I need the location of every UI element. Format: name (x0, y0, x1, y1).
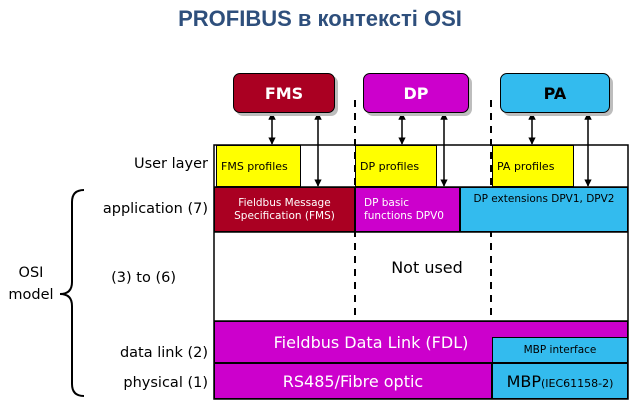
mbp-physical-box: MBP (IEC61158-2) (492, 363, 628, 399)
pa-profiles-box: PA profiles (492, 145, 574, 187)
middle-layers-label: (3) to (6) (111, 270, 176, 286)
osi-label-line1: OSI (18, 265, 44, 281)
dp-profiles-box: DP profiles (355, 145, 437, 187)
fms-protocol-box: FMS (233, 73, 335, 113)
mbp-standard-label: (IEC61158-2) (541, 376, 614, 390)
mbp-interface-box: MBP interface (492, 337, 628, 363)
fms-application-cell: Fieldbus Message Specification (FMS) (214, 187, 355, 232)
dp-basic-cell: DP basic functions DPV0 (355, 187, 460, 232)
application-layer-label: application (7) (102, 201, 208, 217)
dp-cell-line2: functions DPV0 (364, 209, 444, 222)
pa-protocol-box: PA (500, 73, 610, 113)
mbp-label: MBP (506, 371, 541, 391)
osi-brace (59, 189, 85, 397)
user-layer-label: User layer (133, 156, 208, 172)
osi-model-label: OSI model (6, 262, 56, 306)
fms-cell-line1: Fieldbus Message (238, 196, 331, 209)
page-title: PROFIBUS в контексті OSI (178, 6, 462, 31)
dp-extensions-label: DP extensions DPV1, DPV2 (473, 193, 615, 205)
rs485-band: RS485/Fibre optic (214, 363, 492, 399)
fms-profiles-box: FMS profiles (216, 145, 301, 187)
data-link-layer-label: data link (2) (119, 345, 208, 361)
fms-cell-line2: Specification (FMS) (234, 209, 335, 222)
dp-cell-line1: DP basic (364, 196, 410, 209)
osi-label-line2: model (8, 287, 54, 303)
dp-protocol-box: DP (363, 73, 469, 113)
physical-layer-label: physical (1) (123, 375, 208, 391)
not-used-label: Not used (391, 258, 463, 277)
dp-extensions-cell: DP extensions DPV1, DPV2 (460, 187, 628, 232)
